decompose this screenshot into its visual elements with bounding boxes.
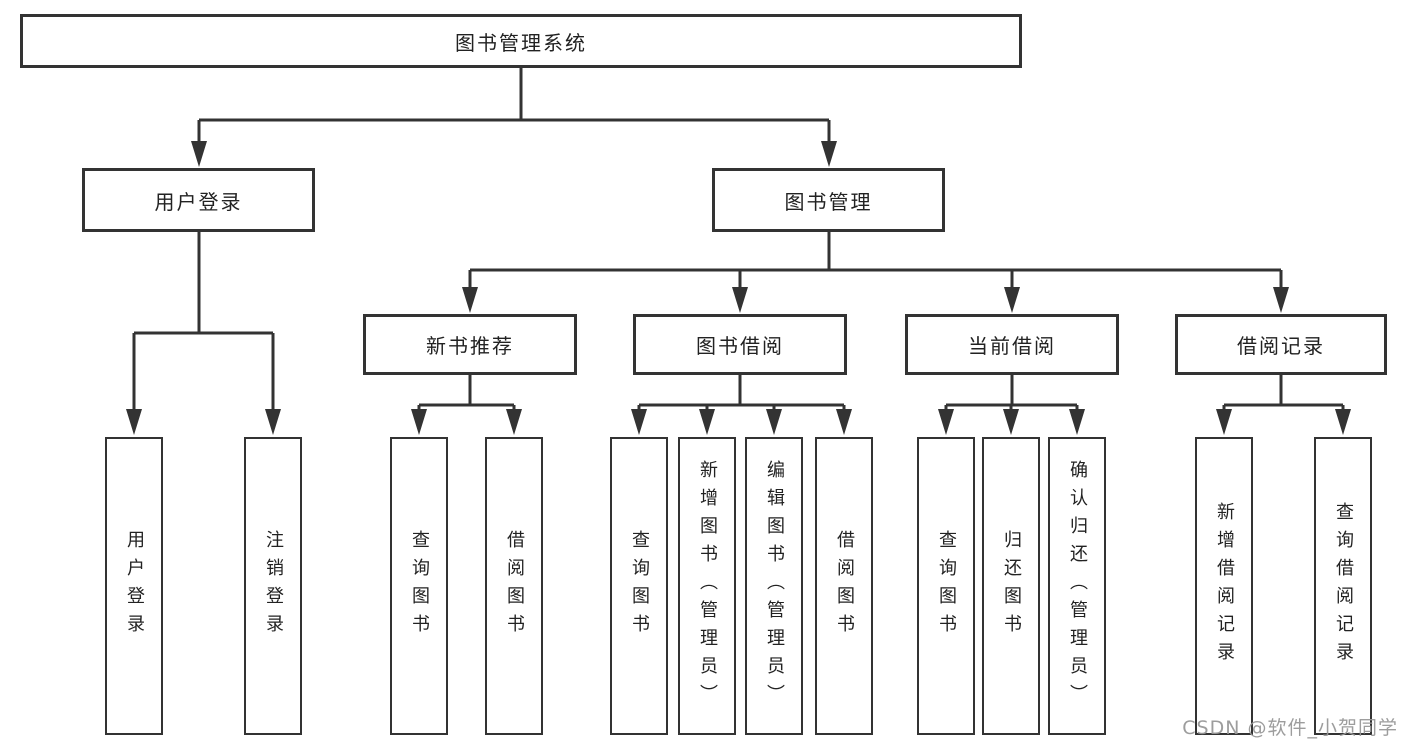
node-label: 用户登录 [124,530,145,642]
arrowhead-icons [126,141,1351,435]
node-label: 图书管理系统 [455,30,587,55]
node-label: 归还图书 [1001,530,1022,642]
leaf-logout: 注销登录 [244,437,302,735]
node-label: 查询图书 [409,530,430,642]
node-label: 注销登录 [263,530,284,642]
leaf-borrow-book-borrowing: 借阅图书 [815,437,873,735]
node-label: 查询图书 [936,530,957,642]
leaf-add-borrow-record: 新增借阅记录 [1195,437,1253,735]
node-label: 新书推荐 [426,334,514,358]
node-label: 确认归还（管理员） [1067,460,1088,712]
leaf-return-book: 归还图书 [982,437,1040,735]
leaf-confirm-return-admin: 确认归还（管理员） [1048,437,1106,735]
node-label: 新增图书（管理员） [697,460,718,712]
node-label: 用户登录 [154,189,243,214]
node-label: 查询图书 [629,530,650,642]
node-book-borrowing: 图书借阅 [633,314,847,375]
node-label: 借阅图书 [834,530,855,642]
node-label: 查询借阅记录 [1333,502,1354,670]
leaf-user-login: 用户登录 [105,437,163,735]
node-book-management: 图书管理 [712,168,945,232]
node-label: 新增借阅记录 [1214,502,1235,670]
leaf-add-book-admin: 新增图书（管理员） [678,437,736,735]
node-label: 图书借阅 [696,334,784,358]
node-new-book-recommendation: 新书推荐 [363,314,577,375]
leaf-query-book-recommend: 查询图书 [390,437,448,735]
node-current-borrowing: 当前借阅 [905,314,1119,375]
leaf-query-book-borrowing: 查询图书 [610,437,668,735]
node-label: 借阅记录 [1237,334,1325,358]
node-library-management-system: 图书管理系统 [20,14,1022,68]
leaf-borrow-book-recommend: 借阅图书 [485,437,543,735]
node-label: 借阅图书 [504,530,525,642]
leaf-query-book-current: 查询图书 [917,437,975,735]
node-label: 编辑图书（管理员） [764,460,785,712]
leaf-query-borrow-record: 查询借阅记录 [1314,437,1372,735]
csdn-watermark: CSDN @软件_小贺同学 [1182,717,1398,739]
node-borrowing-records: 借阅记录 [1175,314,1387,375]
node-user-login: 用户登录 [82,168,315,232]
leaf-edit-book-admin: 编辑图书（管理员） [745,437,803,735]
node-label: 当前借阅 [968,334,1056,358]
node-label: 图书管理 [784,189,873,214]
